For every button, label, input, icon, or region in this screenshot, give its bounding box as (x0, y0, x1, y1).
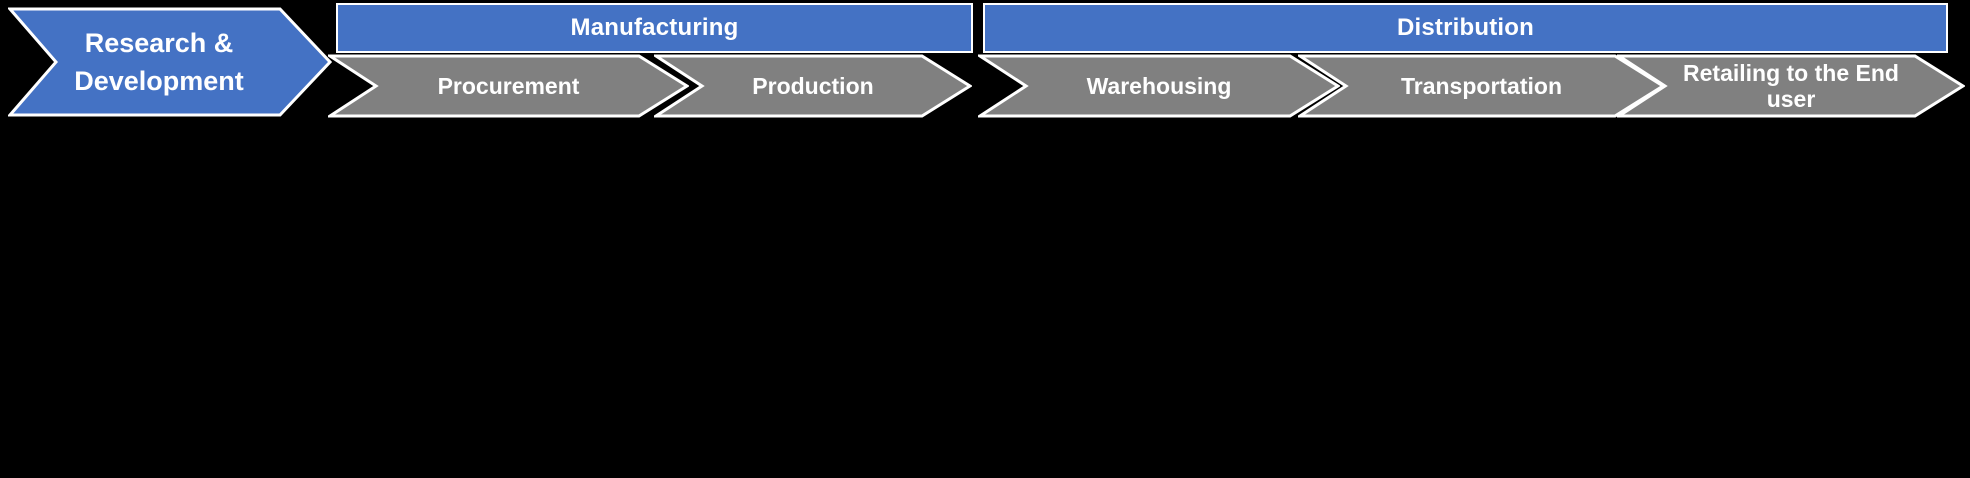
chevron-polygon (328, 54, 689, 118)
transportation-label-wrap: Transportation (1350, 54, 1613, 118)
chevron-polygon (978, 54, 1340, 118)
arrow-polygon (8, 7, 332, 117)
production-label: Production (752, 73, 874, 99)
retailing-chevron-shape (1617, 54, 1965, 118)
distribution-group-bar: Distribution (983, 3, 1948, 53)
research-development-label: Research & Development (74, 28, 244, 96)
procurement-label: Procurement (437, 73, 580, 99)
research-development-arrow-shape (8, 7, 332, 117)
research-development-arrow: Research & Development (8, 7, 332, 117)
retailing-label-wrap: Retailing to the End user (1669, 54, 1913, 118)
transportation-label: Transportation (1400, 73, 1562, 99)
stage-chevron-production: Production (654, 54, 972, 118)
distribution-group-label: Distribution (1396, 14, 1535, 41)
procurement-chevron-shape (328, 54, 689, 118)
retailing-label: Retailing to the End user (1683, 60, 1899, 112)
transportation-chevron-shape (1298, 54, 1665, 118)
production-chevron-shape (654, 54, 972, 118)
manufacturing-group-label: Manufacturing (570, 14, 739, 41)
procurement-label-wrap: Procurement (380, 54, 637, 118)
warehousing-chevron-shape (978, 54, 1340, 118)
manufacturing-group-bar: Manufacturing (336, 3, 973, 53)
chevron-polygon (1298, 54, 1665, 118)
chevron-polygon (1617, 54, 1965, 118)
warehousing-label-wrap: Warehousing (1030, 54, 1288, 118)
stage-chevron-warehousing: Warehousing (978, 54, 1340, 118)
stage-chevron-retailing: Retailing to the End user (1617, 54, 1965, 118)
stage-chevron-procurement: Procurement (328, 54, 689, 118)
warehousing-label: Warehousing (1086, 73, 1232, 99)
production-label-wrap: Production (706, 54, 920, 118)
stage-chevron-transportation: Transportation (1298, 54, 1665, 118)
chevron-polygon (654, 54, 972, 118)
